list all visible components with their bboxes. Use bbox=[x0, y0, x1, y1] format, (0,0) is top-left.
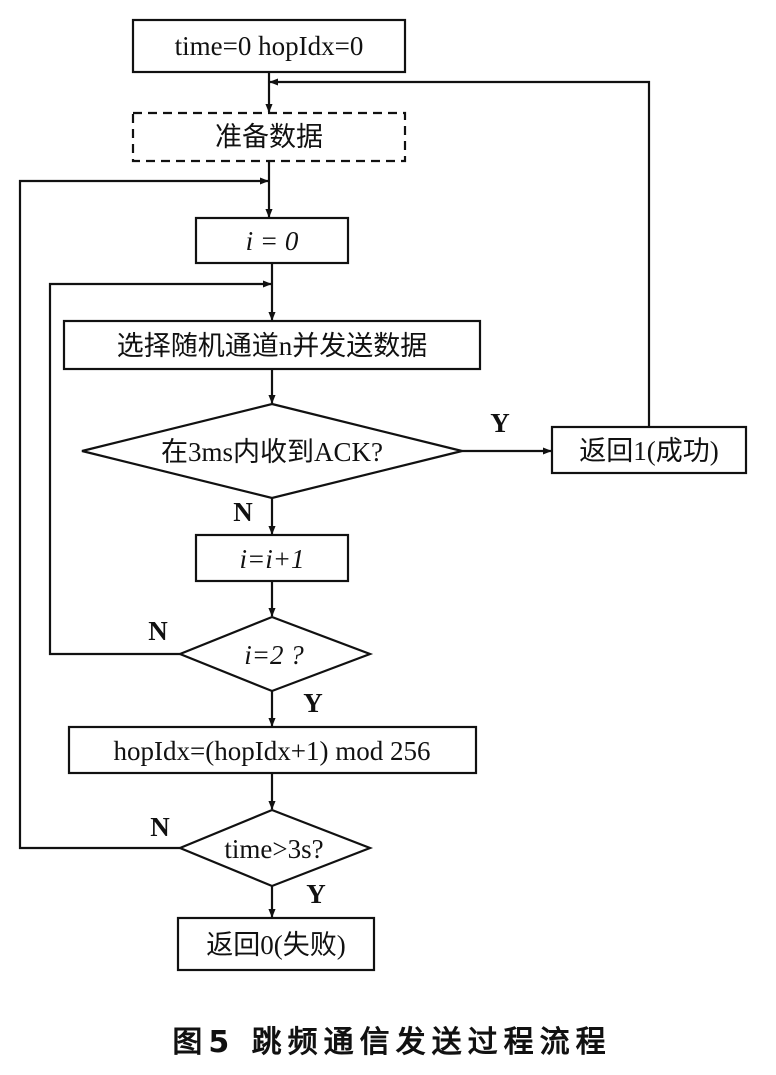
label-time-no: N bbox=[150, 812, 170, 842]
i-zero-text: i = 0 bbox=[246, 226, 299, 256]
prepare-box bbox=[131, 111, 407, 163]
label-time-yes: Y bbox=[306, 879, 326, 909]
edge-timecheck-no-loop bbox=[18, 177, 269, 850]
hop-update-text: hopIdx=(hopIdx+1) mod 256 bbox=[114, 736, 431, 766]
edge-success-loop bbox=[269, 78, 651, 427]
time-check-text: time>3s? bbox=[224, 834, 323, 864]
i-inc-box bbox=[194, 533, 350, 583]
ack-check-text: 在3ms内收到ACK? bbox=[161, 437, 383, 467]
figure-caption: 图5 跳频通信发送过程流程 bbox=[172, 1025, 611, 1060]
prepare-text: 准备数据 bbox=[215, 122, 323, 152]
label-ack-yes: Y bbox=[490, 408, 510, 438]
label-i-yes: Y bbox=[303, 688, 323, 718]
label-i-no: N bbox=[148, 616, 168, 646]
return-success-box bbox=[550, 425, 748, 475]
return-fail-text: 返回0(失败) bbox=[206, 930, 345, 960]
i-check-text: i=2 ? bbox=[244, 640, 304, 670]
init-text: time=0 hopIdx=0 bbox=[175, 31, 364, 61]
return-fail-box bbox=[176, 916, 376, 972]
label-ack-no: N bbox=[233, 497, 253, 527]
select-send-text: 选择随机通道n并发送数据 bbox=[117, 331, 428, 361]
init-box bbox=[131, 18, 407, 74]
return-success-text: 返回1(成功) bbox=[579, 436, 718, 466]
i-inc-text: i=i+1 bbox=[240, 544, 305, 574]
select-send-box bbox=[62, 319, 482, 371]
hop-update-box bbox=[67, 725, 478, 775]
edge-icheck-no-loop bbox=[48, 280, 272, 656]
